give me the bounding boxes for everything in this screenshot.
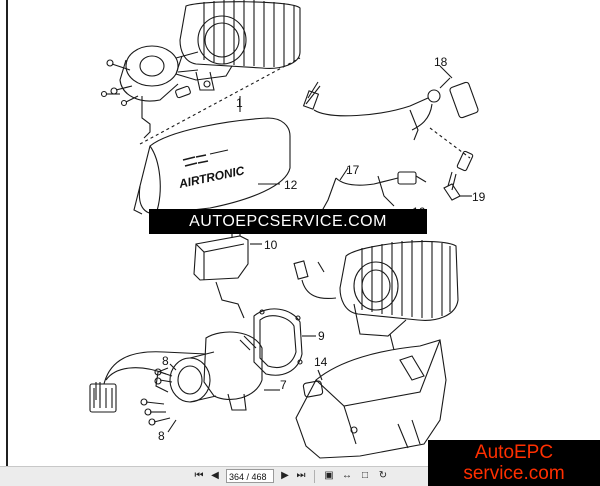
exploded-parts-diagram: AIRTRONIC	[89, 0, 486, 459]
leader-line	[317, 369, 323, 381]
callout-1: 1	[236, 96, 243, 110]
flame-sensor	[443, 150, 474, 201]
control-unit	[193, 228, 249, 319]
callout-14: 14	[314, 355, 328, 369]
viewer-toolbar: ⏮ ◀ 364 / 468 ▶ ⏭ ▣ ↔ □ ↻	[0, 466, 428, 486]
cable-connector	[89, 351, 207, 413]
callout-8a: 8	[162, 354, 169, 368]
callout-12: 12	[284, 178, 298, 192]
lower-housing	[295, 339, 447, 459]
fit-page-icon[interactable]: ▣	[324, 470, 334, 481]
page-number-field[interactable]: 364 / 468	[226, 469, 274, 483]
guide-line	[139, 57, 301, 145]
last-page-icon[interactable]: ⏭	[296, 470, 306, 481]
gasket-small	[175, 85, 191, 99]
heat-exchanger-upper	[175, 0, 301, 91]
callout-10: 10	[264, 238, 278, 252]
connector-plug	[293, 260, 337, 300]
watermark-banner: AUTOEPCSERVICE.COM	[149, 209, 427, 234]
heat-exchanger-lower	[339, 240, 459, 351]
blower-motor	[155, 331, 263, 411]
burner-head	[119, 45, 199, 139]
wiring-harness	[317, 171, 427, 219]
callout-7: 7	[280, 378, 287, 392]
callout-18: 18	[434, 55, 448, 69]
watermark-brand-line1: AutoEPC	[474, 442, 554, 463]
callout-19: 19	[472, 190, 486, 204]
leader-line	[439, 65, 453, 79]
screws-lower	[140, 368, 173, 426]
toolbar-separator	[314, 470, 315, 483]
cover-hood: AIRTRONIC	[133, 117, 291, 215]
leader-line	[169, 363, 177, 371]
first-page-icon[interactable]: ⏮	[194, 470, 204, 481]
rotate-icon[interactable]: ↻	[378, 470, 388, 481]
callout-8b: 8	[158, 429, 165, 443]
fit-width-icon[interactable]: ↔	[342, 470, 352, 481]
screws-upper	[100, 59, 139, 107]
gasket-plate	[253, 308, 316, 376]
next-page-icon[interactable]: ▶	[281, 470, 289, 481]
leader-line	[167, 419, 177, 433]
page-left-border	[6, 0, 8, 466]
actual-size-icon[interactable]: □	[361, 470, 369, 481]
callout-17: 17	[346, 163, 360, 177]
prev-page-icon[interactable]: ◀	[211, 470, 219, 481]
leader-line	[339, 167, 349, 181]
temperature-sensor	[302, 77, 479, 159]
watermark-brand-line2: service.com	[463, 463, 565, 484]
watermark-brand-box: AutoEPC service.com	[428, 440, 600, 486]
callout-9: 9	[318, 329, 325, 343]
clip-part	[302, 380, 324, 398]
cover-brand-text: AIRTRONIC	[177, 163, 246, 191]
